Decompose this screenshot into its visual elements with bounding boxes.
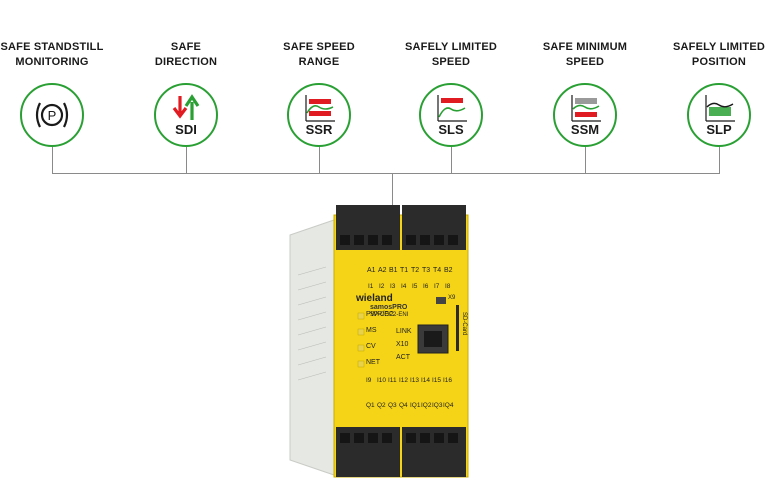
function-badge: SLP [687, 83, 751, 147]
status-led-label: PWR/EC [366, 311, 394, 318]
function-badge: P [20, 83, 84, 147]
drop-line-4 [451, 147, 452, 174]
drop-line-5 [585, 147, 586, 174]
drop-line-1 [52, 147, 53, 174]
input-label: I7 [434, 283, 440, 290]
input-label: I1 [368, 283, 374, 290]
function-abbreviation: SSR [305, 122, 333, 137]
function-title: SAFELY LIMITED SPEED [404, 41, 498, 68]
function-badge: SSM [553, 83, 617, 147]
input-label: I13 [410, 377, 420, 384]
drop-line-6 [719, 147, 720, 174]
input-label: I12 [399, 377, 409, 384]
input-label: I15 [432, 377, 442, 384]
port-label: ACT [396, 354, 410, 361]
input-label: I10 [377, 377, 387, 384]
input-label: I9 [366, 377, 372, 384]
terminal-label: T1 [400, 267, 409, 274]
terminal-label: T2 [411, 267, 420, 274]
sd-card-label: SD-Card [461, 312, 467, 336]
status-led-label: MS [366, 327, 377, 334]
output-label: IQ3 [432, 402, 443, 409]
drop-line-3 [319, 147, 320, 174]
product-name: samosPRO [370, 304, 408, 311]
terminal-label: A1 [367, 267, 376, 274]
function-title: SAFE STANDSTILL MONITORING [0, 41, 104, 68]
function-badge: SSR [287, 83, 351, 147]
safety-controller-device [286, 195, 472, 485]
function-title: SAFELY LIMITED POSITION [672, 41, 766, 68]
terminal-label: T4 [433, 267, 442, 274]
brand-logo: wieland [356, 293, 393, 304]
function-abbreviation: SLS [438, 122, 464, 137]
input-label: I4 [401, 283, 407, 290]
input-label: I8 [445, 283, 451, 290]
output-label: IQ1 [410, 402, 421, 409]
terminal-label: B2 [444, 267, 453, 274]
input-label: I2 [379, 283, 385, 290]
input-label: I5 [412, 283, 418, 290]
device-drop-line [392, 173, 393, 205]
terminal-label: B1 [389, 267, 398, 274]
port-label: X10 [396, 341, 409, 348]
bus-line [52, 173, 720, 174]
terminal-label: T3 [422, 267, 431, 274]
output-label: Q1 [366, 402, 375, 409]
function-abbreviation: SLP [706, 122, 732, 137]
input-label: I3 [390, 283, 396, 290]
function-title: SAFE MINIMUM SPEED [542, 41, 628, 68]
function-title: SAFE DIRECTION [154, 41, 218, 68]
model-name: SP-COP2-ENI [370, 312, 409, 318]
status-led-label: NET [366, 359, 380, 366]
status-led-label: CV [366, 343, 376, 350]
output-label: Q2 [377, 402, 386, 409]
svg-text:P: P [48, 108, 57, 123]
function-badge: SDI [154, 83, 218, 147]
terminal-label: A2 [378, 267, 387, 274]
input-label: I16 [443, 377, 453, 384]
input-label: I11 [388, 377, 397, 384]
drop-line-2 [186, 147, 187, 174]
port-label: LINK [396, 328, 412, 335]
function-abbreviation: SDI [175, 122, 197, 137]
output-label: IQ4 [443, 402, 454, 409]
function-abbreviation: SSM [570, 122, 600, 137]
input-label: I6 [423, 283, 429, 290]
output-label: Q4 [399, 402, 408, 409]
function-title: SAFE SPEED RANGE [283, 41, 355, 68]
input-label: I14 [421, 377, 431, 384]
output-label: Q3 [388, 402, 397, 409]
function-badge: SLS [419, 83, 483, 147]
output-label: IQ2 [421, 402, 432, 409]
usb-label: X9 [448, 295, 456, 301]
